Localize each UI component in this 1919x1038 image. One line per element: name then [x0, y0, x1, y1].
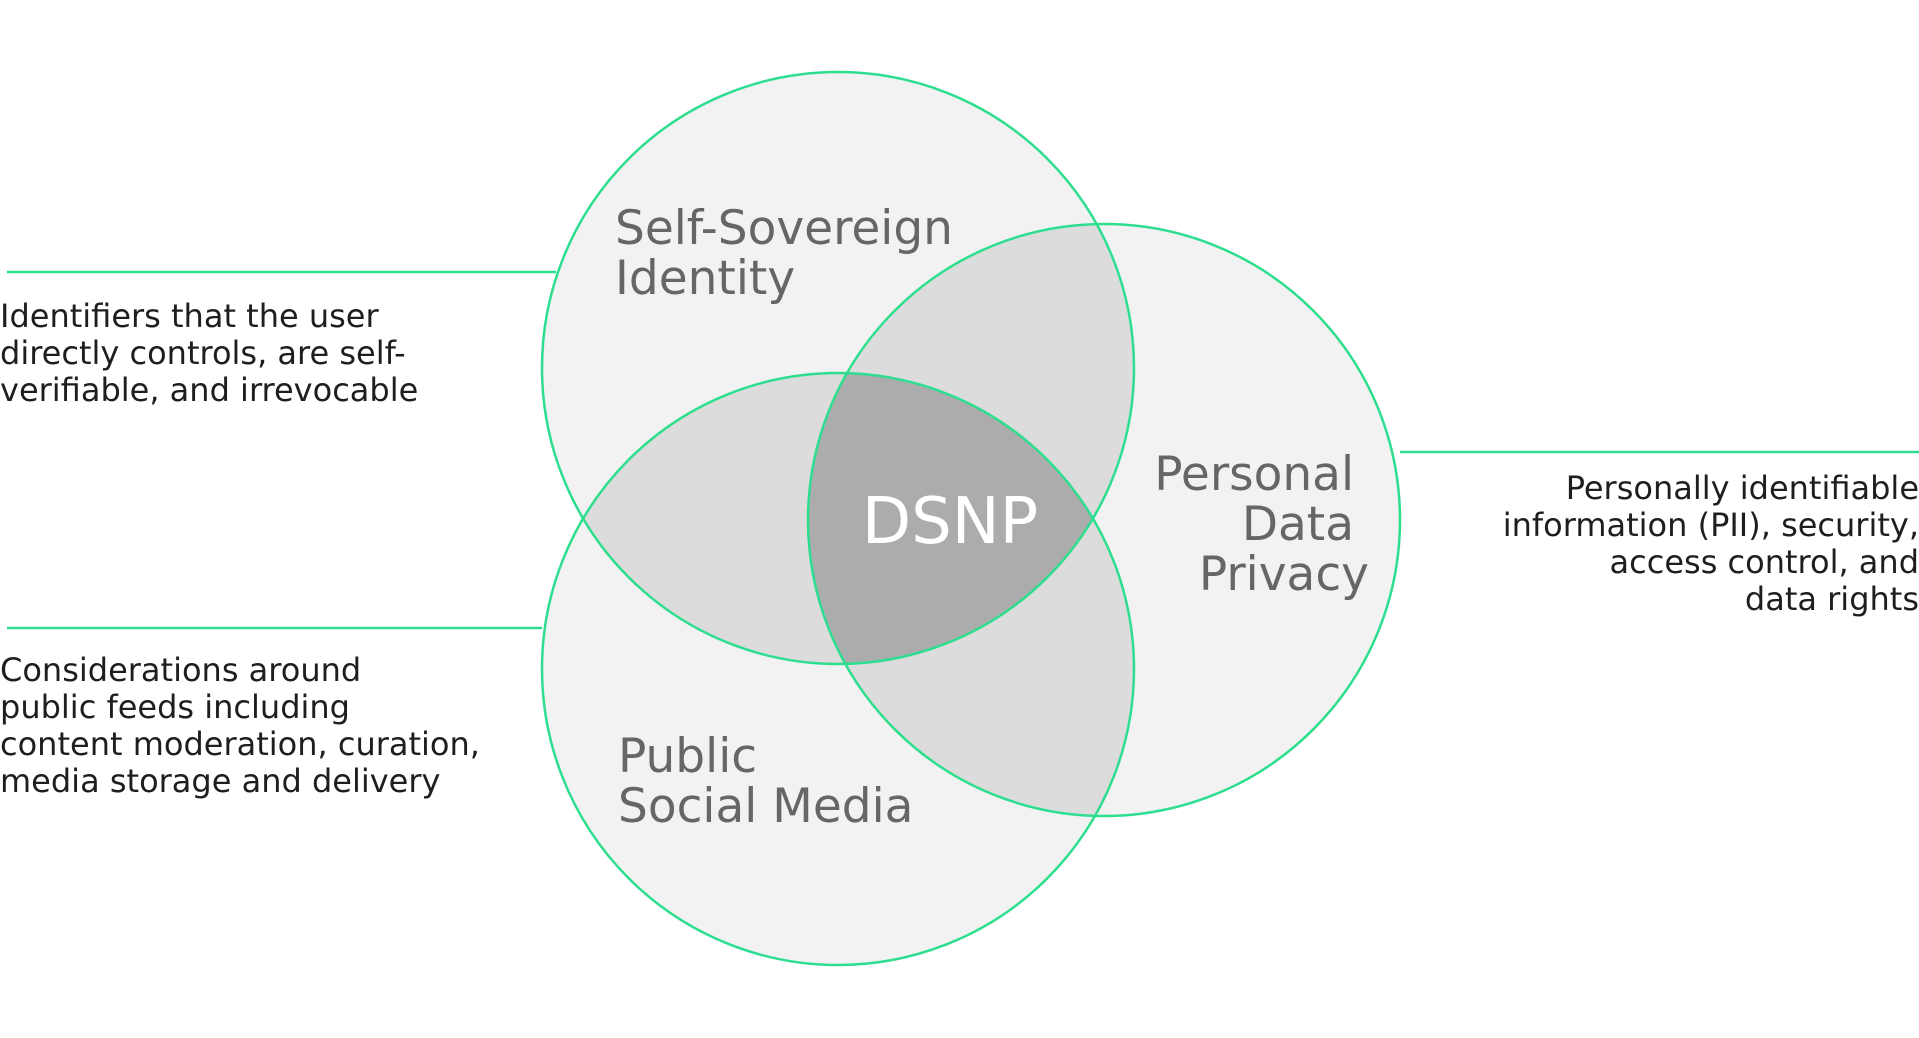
description-line: public feeds including — [0, 688, 350, 726]
description-line: Identifiers that the user — [0, 297, 379, 335]
circle-social-outline — [540, 371, 1136, 967]
description-line: verifiable, and irrevocable — [0, 371, 419, 409]
description-line: Considerations around — [0, 651, 362, 689]
label-center: DSNP — [862, 485, 1038, 559]
description-privacy: Personally identifiable information (PII… — [1503, 470, 1919, 618]
description-line: access control, and — [1609, 543, 1919, 581]
label-privacy: Personal Data Privacy — [1154, 447, 1369, 602]
description-line: data rights — [1744, 580, 1919, 618]
description-line: information (PII), security, — [1502, 506, 1919, 544]
description-line: content moderation, curation, — [0, 725, 480, 763]
description-identity: Identifiers that the user directly contr… — [0, 298, 418, 409]
description-line: Personally identifiable — [1565, 469, 1919, 507]
circle-identity-outline — [540, 70, 1136, 666]
circle-privacy-outline — [806, 222, 1402, 818]
description-line: media storage and delivery — [0, 762, 441, 800]
description-line: directly controls, are self- — [0, 334, 406, 372]
description-social: Considerations around public feeds inclu… — [0, 652, 480, 800]
label-social: Public Social Media — [618, 729, 913, 834]
label-identity: Self-Sovereign Identity — [615, 201, 968, 306]
